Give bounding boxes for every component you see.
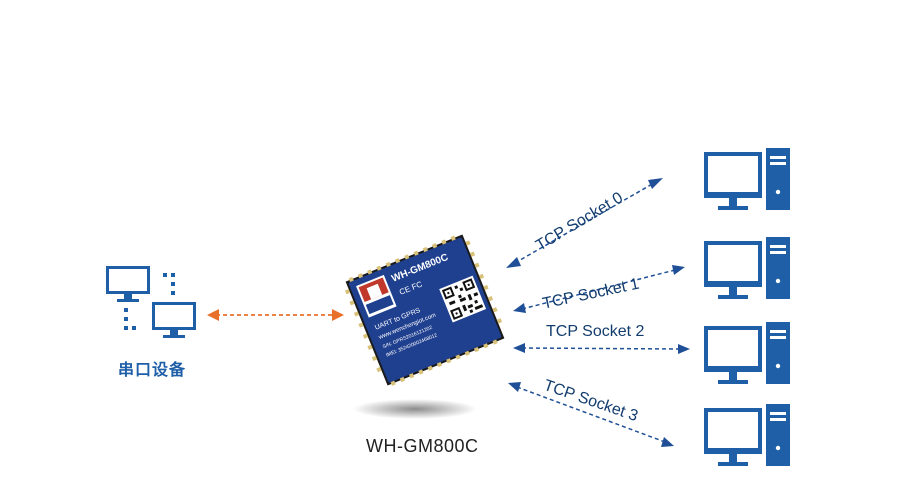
computer-2-icon <box>704 322 790 384</box>
computer-3-icon <box>704 404 790 466</box>
computer-1-icon <box>704 237 790 299</box>
socket-2-arrow-line <box>521 347 681 350</box>
serial-device-icon <box>106 266 196 338</box>
module-shadow <box>353 399 477 419</box>
socket-0-arrow-line <box>514 182 655 264</box>
serial-link-arrow <box>207 309 344 321</box>
serial-device-label: 串口设备 <box>118 362 187 379</box>
module-logo <box>356 274 397 318</box>
computer-0-icon <box>704 148 790 210</box>
socket-2-head-b <box>678 344 690 354</box>
socket-0-head-a <box>506 257 521 268</box>
socket-3-head-a <box>508 382 521 392</box>
socket-arrowheads <box>506 178 690 447</box>
socket-arrows <box>514 182 681 443</box>
socket-1-arrow-line <box>521 269 676 310</box>
socket-0-head-b <box>648 178 663 189</box>
socket-1-head-b <box>672 265 685 275</box>
socket-2-head-a <box>513 343 525 353</box>
module-name-label: WH-GM800C <box>366 436 479 456</box>
socket-3-head-b <box>661 437 674 447</box>
socket-1-head-a <box>513 303 526 313</box>
socket-2-label: TCP Socket 2 <box>546 323 645 340</box>
qr-code-icon <box>439 275 487 323</box>
gprs-module: WH-GM800C CE FC UART to GPRS www.wenchen… <box>344 234 505 386</box>
socket-3-arrow-line <box>516 386 666 443</box>
